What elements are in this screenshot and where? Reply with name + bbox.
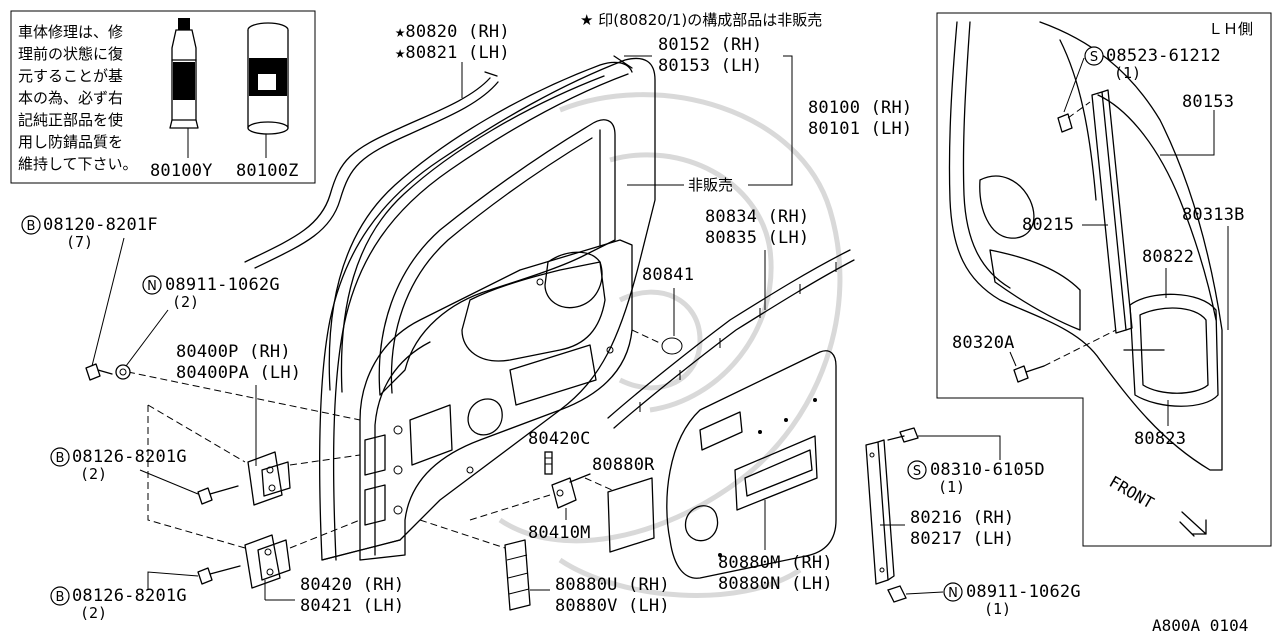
prefix-b-circle <box>21 215 41 235</box>
label-80880v: 80880V (LH) <box>555 596 670 616</box>
label-80153: 80153 (LH) <box>658 56 762 76</box>
stopper-80420c <box>544 451 553 475</box>
label-bolt-08126-lower: 08126-8201G <box>72 586 187 606</box>
repair-note-line: 車体修理は、修 <box>18 23 123 41</box>
spray-part-number: 80100Z <box>236 161 299 181</box>
inset-title: ＬＨ側 <box>1208 20 1253 38</box>
label-80880r: 80880R <box>592 455 655 475</box>
repair-note-line: 理前の状態に復 <box>18 45 123 63</box>
prefix-b-circle <box>50 586 70 606</box>
inset-label-80313b: 80313B <box>1182 205 1245 225</box>
not-for-sale-note: ★ 印(80820/1)の構成部品は非販売 <box>580 11 822 29</box>
upper-hinge-80400p <box>247 451 291 506</box>
repair-note-line: 元することが基 <box>18 67 123 85</box>
bolt-08126-upper <box>197 485 239 505</box>
label-80880m: 80880M (RH) <box>718 553 833 573</box>
inset-label-80822: 80822 <box>1142 247 1194 267</box>
label-bolt-08120: 08120-8201F <box>43 215 158 235</box>
label-80400pa: 80400PA (LH) <box>176 363 301 383</box>
label-bolt-08126-lower-qty: (2) <box>80 604 107 622</box>
lower-hinge-80420 <box>244 534 291 589</box>
label-bolt-08126-upper-qty: (2) <box>80 465 107 483</box>
label-80880u: 80880U (RH) <box>555 575 670 595</box>
label-80835: 80835 (LH) <box>705 228 809 248</box>
label-80841: 80841 <box>642 265 694 285</box>
inset-label-80823: 80823 <box>1134 429 1186 449</box>
inset-label-screw-08523: 08523-61212 <box>1106 46 1221 66</box>
label-not-for-sale: 非販売 <box>688 176 733 194</box>
belt-molding-80834 <box>607 249 855 429</box>
repair-note-box: 車体修理は、修 理前の状態に復 元することが基 本の為、必ず右 記純正部品を使 … <box>10 10 316 184</box>
prefix-n: N <box>147 279 157 294</box>
label-nut-08911-right-qty: (1) <box>984 600 1011 618</box>
sealing-screen-80880r <box>607 477 655 553</box>
door-trim-80880m <box>666 350 837 579</box>
prefix-s: S <box>1090 50 1098 65</box>
label-bolt-08120-qty: (7) <box>66 233 93 251</box>
repair-note-line: 本の為、必ず右 <box>18 89 123 107</box>
repair-note-line: 維持して下さい。 <box>18 155 138 173</box>
guide-rail-80216 <box>865 427 919 585</box>
inset-label-80320a: 80320A <box>952 333 1015 353</box>
sealant-part-number: 80100Y <box>150 161 213 181</box>
diagram-code: A800A 0104 <box>1152 616 1248 635</box>
bolt-08126-lower <box>197 565 241 585</box>
prefix-n-circle <box>142 275 162 295</box>
tape-80880u <box>504 539 531 611</box>
prefix-n-circle <box>943 582 963 602</box>
watermark-emblem <box>498 92 843 598</box>
prefix-b: B <box>56 590 65 605</box>
label-80400p: 80400P (RH) <box>176 342 291 362</box>
inset-label-screw-qty: (1) <box>1114 64 1141 82</box>
inset-label-80215: 80215 <box>1022 215 1074 235</box>
label-80216: 80216 (RH) <box>910 508 1014 528</box>
plug-80841 <box>661 337 683 355</box>
label-80217: 80217 (LH) <box>910 529 1014 549</box>
label-screw-08310-qty: (1) <box>938 478 965 496</box>
label-nut-08911-qty: (2) <box>172 293 199 311</box>
prefix-s-circle <box>907 460 927 480</box>
hinge-80410m <box>551 473 591 509</box>
label-80820: ★80820 (RH) <box>395 22 510 42</box>
label-80101: 80101 (LH) <box>808 119 912 139</box>
prefix-b-circle <box>50 447 70 467</box>
prefix-s: S <box>913 464 921 479</box>
label-80421: 80421 (LH) <box>300 596 404 616</box>
bolt-08120 <box>85 363 113 381</box>
weatherstrip-80820 <box>244 71 499 269</box>
label-80420: 80420 (RH) <box>300 575 404 595</box>
label-80834: 80834 (RH) <box>705 207 809 227</box>
spray-can-illustration <box>247 22 289 158</box>
nut-08911-right <box>887 585 907 603</box>
label-bolt-08126-upper: 08126-8201G <box>72 447 187 467</box>
prefix-b: B <box>27 219 36 234</box>
lh-side-inset: ＬＨ側 <box>936 12 1272 547</box>
inset-label-80153: 80153 <box>1182 92 1234 112</box>
label-screw-08310: 08310-6105D <box>930 460 1045 480</box>
door-shell-80100 <box>318 57 656 561</box>
label-nut-08911: 08911-1062G <box>165 275 280 295</box>
label-80152: 80152 (RH) <box>658 35 762 55</box>
label-80410m: 80410M <box>528 523 591 543</box>
label-80100: 80100 (RH) <box>808 98 912 118</box>
label-nut-08911-right: 08911-1062G <box>966 582 1081 602</box>
label-80420c: 80420C <box>528 429 591 449</box>
door-weatherstrip-80152 <box>328 55 633 393</box>
nut-08911-left <box>115 364 131 380</box>
prefix-s-circle <box>1084 46 1104 66</box>
prefix-b: B <box>56 451 65 466</box>
label-80880n: 80880N (LH) <box>718 574 833 594</box>
repair-note-line: 用し防錆品質を <box>18 133 123 151</box>
label-80821: ★80821 (LH) <box>395 43 510 63</box>
prefix-n: N <box>948 586 958 601</box>
sealant-tube-illustration <box>169 18 199 158</box>
repair-note-line: 記純正部品を使 <box>18 111 123 129</box>
inset-front-label: FRONT <box>1106 472 1158 513</box>
